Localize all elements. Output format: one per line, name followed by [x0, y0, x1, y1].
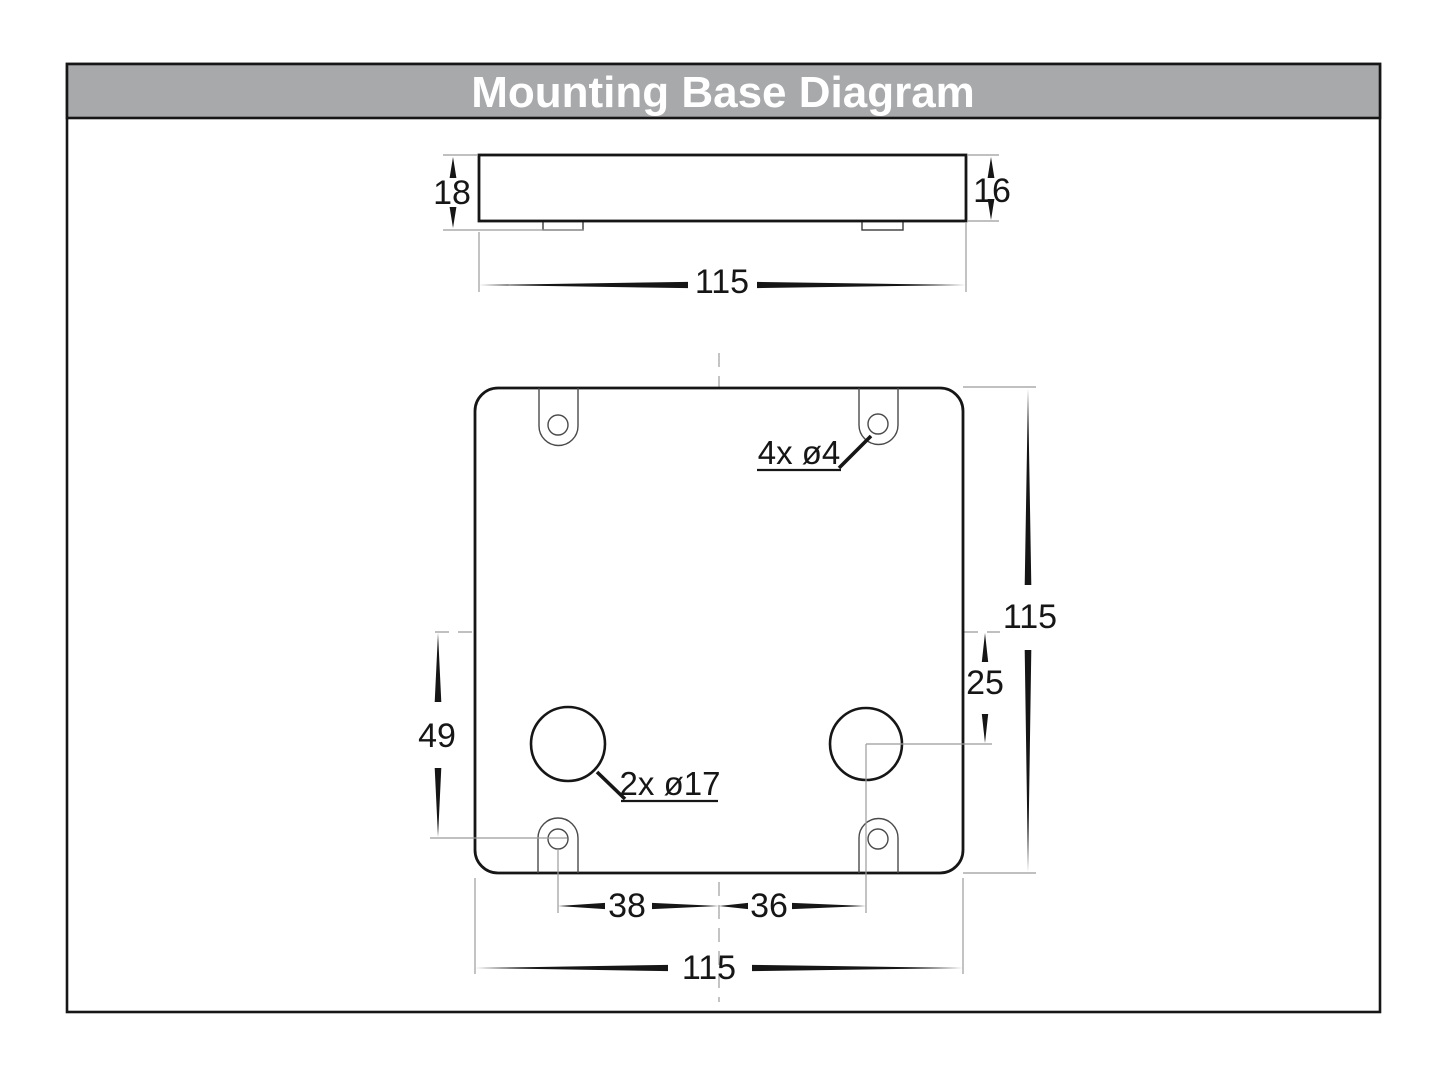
- screw-tab-top-right: [858, 388, 899, 446]
- arrow-down-icon: [981, 714, 989, 743]
- arrow-up-icon: [449, 157, 457, 178]
- dimension-plate-height: 115: [1003, 389, 1057, 872]
- arrow-up-icon: [1024, 389, 1032, 585]
- arrow-down-icon: [434, 768, 442, 837]
- diagram-title: Mounting Base Diagram: [471, 68, 975, 117]
- dimension-total-height: 18: [433, 157, 471, 228]
- dimension-text-49: 49: [418, 717, 456, 755]
- arrow-left-icon: [475, 964, 668, 972]
- arrow-right-icon: [752, 964, 963, 972]
- screw-tabs: [537, 388, 899, 873]
- title-bar-background: [65, 62, 1382, 120]
- arrow-down-icon: [449, 207, 457, 228]
- arrow-right-icon: [757, 281, 966, 289]
- screw-tab-top-left: [538, 388, 579, 447]
- dimension-screw-offset-horizontal: 38: [558, 887, 719, 925]
- plate-extension-lines: [430, 386, 1036, 974]
- cable-holes-callout: 2x ø17: [595, 765, 721, 803]
- screw-hole-top-right: [867, 413, 889, 435]
- dimension-side-width: 115: [479, 263, 966, 301]
- plate-view: 4x ø4 2x ø17 49 25 115: [418, 353, 1057, 1002]
- arrow-left-icon: [479, 281, 688, 289]
- screw-holes-callout: 4x ø4: [757, 434, 873, 472]
- side-view-extension-lines: [443, 154, 999, 292]
- screw-tab-bottom-right: [858, 817, 899, 873]
- title-bar: Mounting Base Diagram: [65, 62, 1382, 120]
- dimension-text-36: 36: [750, 887, 788, 925]
- cable-holes-label: 2x ø17: [620, 765, 721, 802]
- dimension-text-115: 115: [695, 263, 749, 301]
- dimension-text-16: 16: [973, 172, 1011, 210]
- arrow-up-icon: [981, 633, 989, 662]
- screw-tab-bottom-left: [537, 817, 579, 873]
- side-view-body: [477, 153, 968, 223]
- dimension-plate-width: 115: [475, 949, 963, 987]
- dimension-text-115-width: 115: [682, 949, 736, 987]
- arrow-up-icon: [434, 633, 442, 702]
- dimension-body-height: 16: [973, 157, 1011, 220]
- dimension-hole-offset-horizontal: 36: [719, 887, 866, 925]
- leader-line: [595, 770, 627, 801]
- screw-hole-bottom-right: [867, 828, 889, 850]
- dimension-hole-offset-vertical: 25: [966, 633, 1004, 743]
- dimension-text-115-height: 115: [1003, 598, 1057, 636]
- leader-line: [837, 434, 873, 470]
- dimension-text-38: 38: [608, 887, 646, 925]
- screw-hole-top-left: [547, 414, 569, 436]
- screw-holes-label: 4x ø4: [758, 434, 841, 471]
- arrow-down-icon: [987, 199, 995, 220]
- arrow-right-icon: [792, 902, 866, 910]
- dimension-text-18: 18: [433, 174, 471, 212]
- dimension-text-25: 25: [966, 664, 1004, 702]
- cable-hole-left: [529, 705, 607, 783]
- side-view: 18 16 115: [433, 153, 1011, 301]
- arrow-up-icon: [987, 157, 995, 178]
- arrow-right-icon: [652, 902, 719, 910]
- dimension-screw-offset-vertical: 49: [418, 633, 456, 837]
- arrow-left-icon: [558, 902, 605, 910]
- arrow-down-icon: [1024, 650, 1032, 872]
- arrow-left-icon: [719, 902, 748, 910]
